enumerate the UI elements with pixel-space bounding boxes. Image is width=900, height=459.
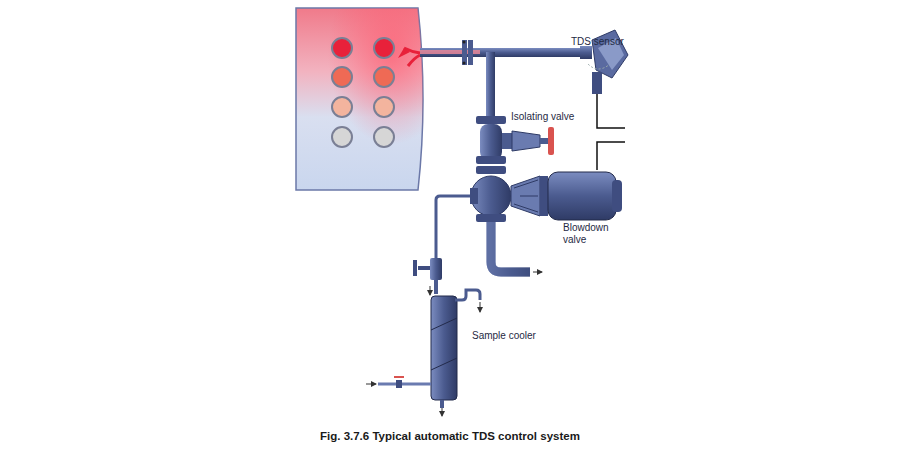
sensor-label: TDS sensor [571,36,624,48]
figure-caption: Fig. 3.7.6 Typical automatic TDS control… [320,430,580,442]
cooler-label: Sample cooler [472,330,536,342]
valve-label: Blowdown valve [563,222,605,246]
valve-label: Isolating valve [511,111,574,123]
